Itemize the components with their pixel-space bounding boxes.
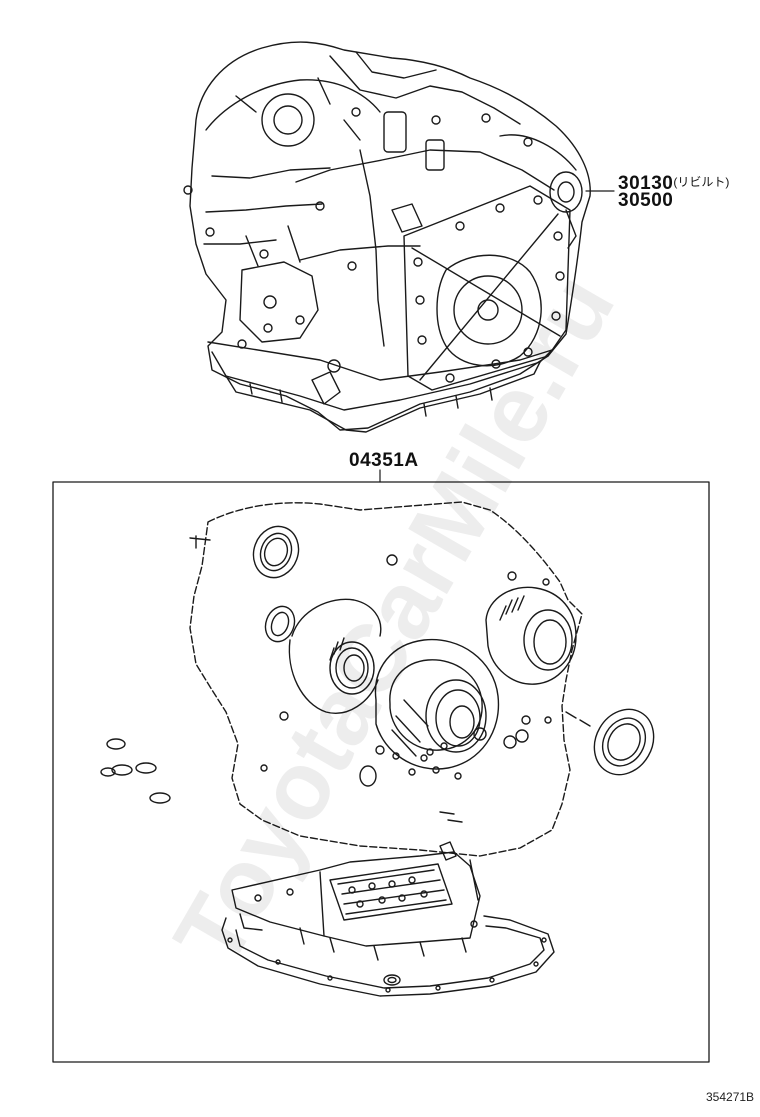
transmission-assembly	[183, 41, 591, 433]
part-number-30130: 30130	[618, 173, 674, 194]
figure-id: 354271B	[706, 1090, 755, 1104]
part-label-30500[interactable]: 30500	[618, 190, 674, 211]
kit-box	[52, 481, 710, 1063]
gasket-kit	[100, 501, 655, 997]
part-label-04351A[interactable]: 04351A	[349, 450, 419, 471]
part-30130-rebuilt-note: (リビルト)	[673, 175, 730, 189]
part-label-30130[interactable]: 30130(リビルト)	[618, 173, 729, 195]
